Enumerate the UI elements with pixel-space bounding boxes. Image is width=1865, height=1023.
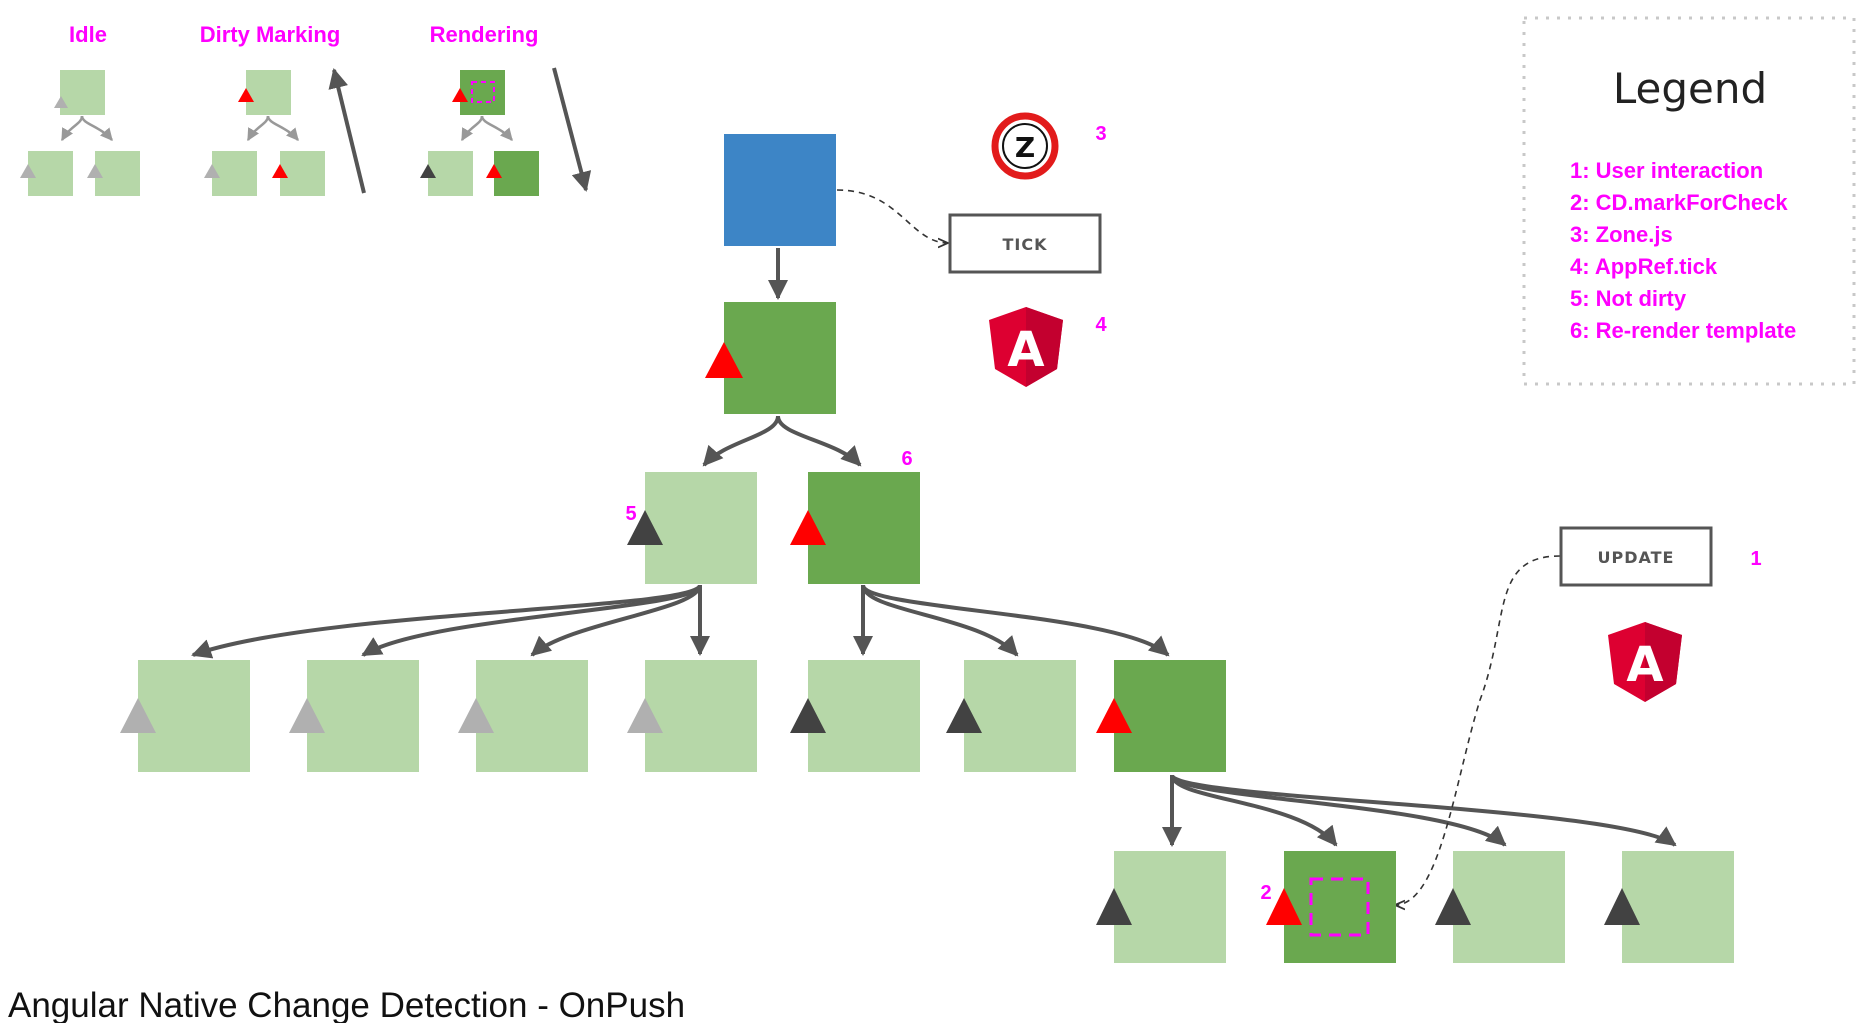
checked-marker-icon [1096,888,1132,925]
tick-box: TICK [948,213,1102,274]
checked-component-node [1453,851,1565,963]
checked-marker-icon [1435,888,1471,925]
idle-marker-icon [627,698,663,733]
idle-marker-icon [20,164,36,178]
legend-item: 6: Re-render template [1570,318,1796,343]
checked-marker-icon [790,698,826,733]
dirty-marker-icon [705,342,743,378]
dirty-marking-mini-tree [204,68,366,196]
downward-arrow-icon [552,67,592,192]
mini-template-icon [471,81,495,103]
update-box: UPDATE [1559,526,1713,587]
angular-letter: A [1007,322,1044,378]
idle-component-node [138,660,250,772]
rendering-mini-tree [420,67,592,196]
phase-label-dirty-marking: Dirty Marking [200,22,341,47]
legend-border [1522,16,1856,386]
legend-item: 4: AppRef.tick [1570,254,1718,279]
checked-marker-icon [420,164,436,178]
legend-item: 5: Not dirty [1570,286,1687,311]
mini-node [280,151,325,196]
checked-component-node [808,660,920,772]
mini-node [60,70,105,115]
idle-marker-icon [204,164,220,178]
idle-marker-icon [289,698,325,733]
checked-marker-icon [627,510,663,545]
angular-icon: A [989,307,1063,387]
dirty-marker-icon [238,88,254,102]
mini-node [28,151,73,196]
dirty-marker-icon [272,164,288,178]
tick-dashed-arrow [836,189,948,243]
checked-marker-icon [946,698,982,733]
marker-appref: 4 [1095,314,1107,336]
marked-for-check-component-node [1284,851,1396,963]
mini-node [494,151,539,196]
idle-marker-icon [87,164,103,178]
tree-edges [191,248,1677,847]
rerender-component-node [808,472,920,584]
idle-component-node [307,660,419,772]
template-icon [1309,877,1370,937]
update-dashed-arrow [1395,555,1561,905]
upward-arrow-icon [328,68,366,194]
mini-node [460,70,505,115]
phase-label-rendering: Rendering [430,22,539,47]
tick-label: TICK [1002,235,1047,254]
app-component-node [724,302,836,414]
angular-letter: A [1626,637,1663,693]
marker-zone: 3 [1095,123,1106,145]
angular-icon: A [1608,622,1682,702]
idle-marker-icon [120,698,156,733]
legend-item: 2: CD.markForCheck [1570,190,1788,215]
checked-component-node [964,660,1076,772]
update-label: UPDATE [1598,548,1675,567]
checked-marker-icon [1604,888,1640,925]
rerender-component-node [1114,660,1226,772]
dirty-marker-icon [1266,888,1302,925]
idle-mini-tree [20,70,140,196]
mini-node [95,151,140,196]
idle-marker-icon [458,698,494,733]
mini-node [212,151,257,196]
legend-title: Legend [1613,64,1767,113]
marker-rerender: 6 [901,448,912,470]
diagram-title: Angular Native Change Detection - OnPush [8,986,685,1023]
marker-not-dirty: 5 [625,503,636,525]
phase-label-idle: Idle [69,22,107,47]
checked-component-node [1114,851,1226,963]
dirty-marker-icon [452,88,468,102]
idle-marker-icon [54,96,68,108]
idle-component-node [645,660,757,772]
legend: Legend 1: User interaction 2: CD.markFor… [1522,16,1856,386]
idle-component-node [476,660,588,772]
dirty-marker-icon [486,164,502,178]
zone-js-icon: Z [991,112,1059,180]
dirty-marker-icon [790,510,826,545]
dirty-marker-icon [1096,698,1132,733]
not-dirty-component-node [645,472,757,584]
legend-item: 3: Zone.js [1570,222,1673,247]
mini-node [428,151,473,196]
root-component-node [724,134,836,246]
marker-user-interaction: 1 [1750,548,1761,570]
mini-node [246,70,291,115]
checked-component-node [1622,851,1734,963]
marker-mark-for-check: 2 [1260,882,1271,904]
zone-letter: Z [1015,131,1035,164]
legend-item: 1: User interaction [1570,158,1763,183]
